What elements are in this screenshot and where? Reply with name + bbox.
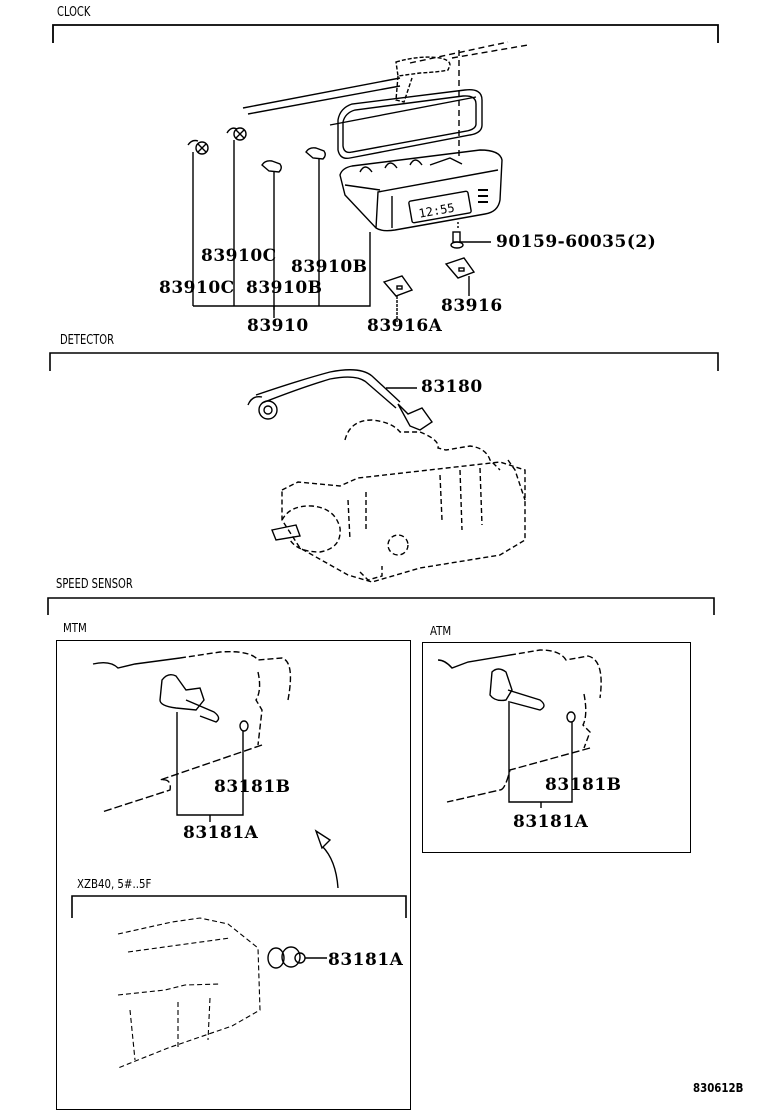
part-number-atm-83181a[interactable]: 83181A (513, 812, 589, 832)
clock-section-bracket (52, 24, 719, 43)
clock-leader-lines (193, 232, 371, 318)
screw-icon (450, 222, 491, 249)
detector-sensor (247, 369, 433, 431)
clock-housing: 12:55 (339, 149, 503, 232)
part-number-83910c-lower[interactable]: 83910C (159, 278, 235, 298)
speed-sensor-section-title: SPEED SENSOR (56, 577, 133, 592)
part-number-mtm-83181a[interactable]: 83181A (183, 823, 259, 843)
bulb-socket-left (187, 139, 209, 306)
part-number-83910b-upper[interactable]: 83910B (291, 257, 368, 277)
xzb40-transmission (117, 917, 261, 1069)
atm-frame (422, 642, 691, 853)
bulb-right (305, 147, 326, 306)
part-number-atm-83181b[interactable]: 83181B (545, 775, 622, 795)
cover-83916 (444, 257, 476, 296)
mtm-frame (56, 640, 411, 1110)
part-number-83180[interactable]: 83180 (421, 377, 483, 397)
bulb-left (261, 160, 282, 310)
part-number-83910[interactable]: 83910 (247, 316, 309, 336)
xzb40-title: XZB40, 5#..5F (77, 877, 152, 891)
bulb-socket-right (226, 127, 247, 306)
mtm-transmission (92, 650, 292, 822)
cover-83916a (382, 275, 414, 322)
atm-transmission (437, 649, 602, 808)
diagram-reference-code: 830612B (693, 1081, 744, 1095)
detector-section-title: DETECTOR (60, 333, 115, 348)
part-number-83910c-upper[interactable]: 83910C (201, 246, 277, 266)
clock-bezel (337, 89, 483, 160)
roof-rail-lines (242, 41, 529, 126)
speed-sensor-section-bracket (47, 597, 715, 615)
xzb40-sensor (267, 946, 327, 969)
overhead-bracket (395, 50, 460, 160)
part-number-83916a[interactable]: 83916A (367, 316, 443, 336)
part-number-screw[interactable]: 90159-60035(2) (496, 232, 657, 252)
clock-section-title: CLOCK (57, 5, 91, 20)
part-number-mtm-83181b[interactable]: 83181B (214, 777, 291, 797)
mtm-title: MTM (63, 621, 87, 635)
direction-arrow (314, 829, 339, 889)
atm-title: ATM (430, 624, 452, 638)
part-number-xzb-83181a[interactable]: 83181A (328, 950, 404, 970)
pump-shaft (271, 524, 301, 541)
injection-pump (281, 419, 526, 583)
xzb40-bracket (71, 895, 407, 918)
part-number-83916[interactable]: 83916 (441, 296, 503, 316)
detector-section-bracket (49, 352, 719, 371)
clock-display-text: 12:55 (418, 201, 456, 221)
part-number-83910b-lower[interactable]: 83910B (246, 278, 323, 298)
